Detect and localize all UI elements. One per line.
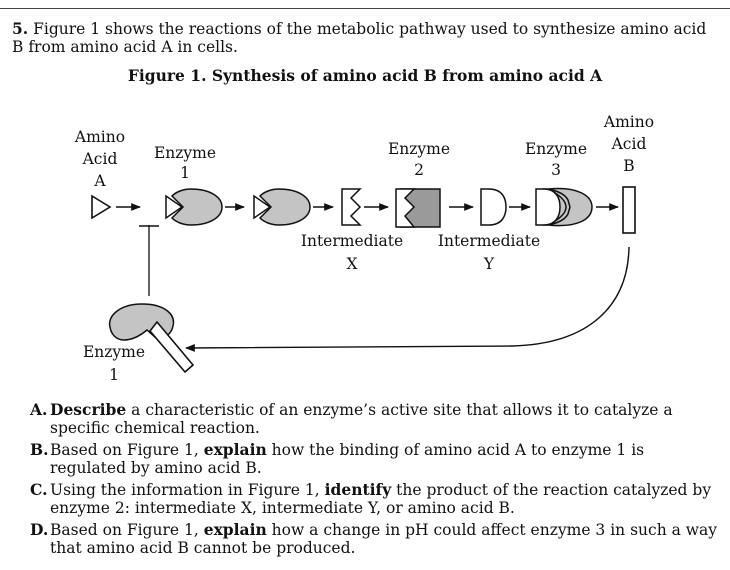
feedback-arrow: [185, 246, 630, 352]
question-text: Figure 1 shows the reactions of the meta…: [12, 20, 707, 56]
intermediate-y-shape: [480, 188, 507, 226]
enzyme-1b-shape: [258, 188, 311, 226]
label-enzyme-1-bottom-line1: Enzyme: [83, 343, 145, 361]
intermediate-x-shape: [341, 188, 362, 226]
part-verb: explain: [203, 440, 267, 459]
part-prefix: Based on Figure 1,: [50, 441, 204, 459]
label-enzyme-1-top-line2: 1: [180, 164, 190, 182]
part-d: D. Based on Figure 1, explain how a chan…: [30, 521, 720, 557]
label-amino-acid-b-line3: B: [623, 157, 634, 175]
label-enzyme-2-line2: 2: [414, 161, 424, 179]
label-enzyme-3-line2: 3: [551, 161, 561, 179]
label-amino-acid-b-line2: Acid: [611, 135, 647, 153]
part-body: a characteristic of an enzyme’s active s…: [50, 401, 673, 437]
label-amino-acid-a-line2: Acid: [82, 150, 118, 168]
label-amino-acid-a-line3: A: [93, 172, 106, 190]
enzyme-1-substrate-shape: [165, 194, 184, 220]
label-intermediate-x-line1: Intermediate: [301, 232, 403, 250]
part-letter: C.: [30, 480, 48, 499]
part-body: the product of the reaction catalyzed by…: [50, 481, 712, 517]
question-parts: A. Describe a characteristic of an enzym…: [30, 401, 720, 561]
part-body: how the binding of amino acid A to enzym…: [50, 441, 645, 477]
question-stem: 5. Figure 1 shows the reactions of the m…: [12, 19, 717, 57]
label-enzyme-3-line1: Enzyme: [525, 140, 587, 158]
part-letter: B.: [30, 440, 49, 459]
label-intermediate-y-line1: Intermediate: [438, 232, 540, 250]
label-enzyme-1-top-line1: Enzyme: [154, 144, 216, 162]
enzyme-1b-substrate-shape: [253, 194, 272, 220]
part-letter: D.: [30, 520, 49, 539]
part-c: C. Using the information in Figure 1, id…: [30, 481, 720, 517]
part-letter: A.: [30, 400, 48, 419]
enzyme-3-substrate-shape: [535, 188, 561, 226]
enzyme-2-substrate-shape: [395, 188, 416, 228]
part-a: A. Describe a characteristic of an enzym…: [30, 401, 720, 437]
part-verb: explain: [203, 520, 267, 539]
amino-acid-b-shape: [622, 186, 636, 234]
label-intermediate-x-line2: X: [346, 255, 357, 273]
part-verb: Describe: [50, 400, 127, 419]
figure-title: Figure 1. Synthesis of amino acid B from…: [127, 66, 603, 85]
top-divider: [0, 8, 730, 9]
label-amino-acid-a-line1: Amino: [74, 128, 125, 146]
part-b: B. Based on Figure 1, explain how the bi…: [30, 441, 720, 477]
label-enzyme-2-line1: Enzyme: [388, 140, 450, 158]
label-intermediate-y-line2: Y: [483, 255, 495, 273]
part-verb: identify: [324, 480, 392, 499]
label-amino-acid-b-line1: Amino: [603, 113, 654, 131]
part-prefix: Based on Figure 1,: [50, 521, 204, 539]
amino-acid-a-shape: [91, 194, 112, 220]
bound-amino-acid-b-shape: [148, 320, 195, 374]
question-number: 5.: [12, 19, 29, 38]
part-body: how a change in pH could affect enzyme 3…: [50, 521, 718, 557]
part-prefix: Using the information in Figure 1,: [50, 481, 325, 499]
label-enzyme-1-bottom-line2: 1: [109, 366, 119, 384]
enzyme-1-shape: [170, 188, 223, 226]
